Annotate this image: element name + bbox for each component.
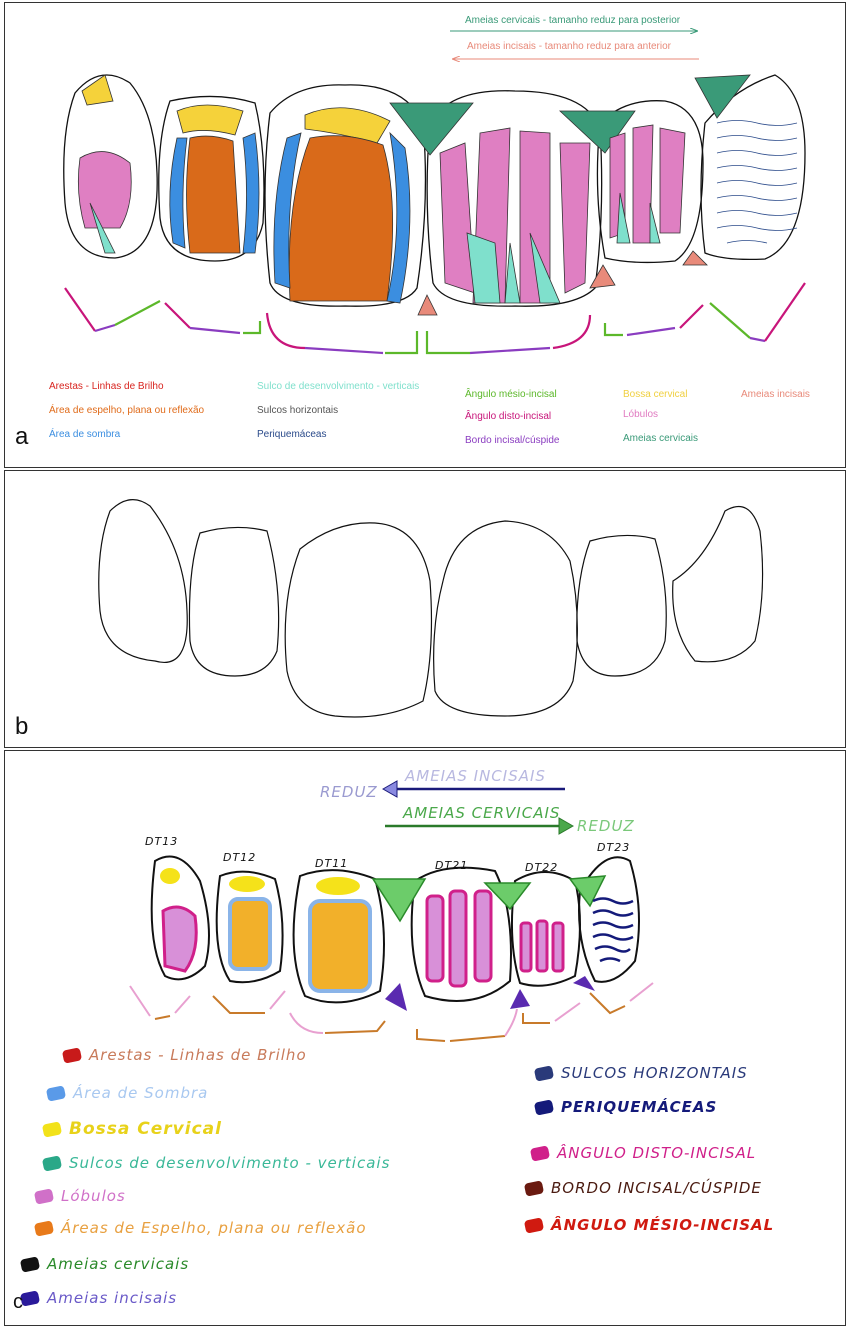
legend-item: Ameias incisais — [741, 389, 810, 400]
legend-text: Área de Sombra — [73, 1084, 209, 1102]
legend-item: Bossa Cervical — [41, 1119, 222, 1139]
cervical-arrow-label: AMEIAS CERVICAIS — [403, 804, 561, 822]
cervical-arrowhead — [558, 817, 575, 835]
incisal-arrowhead — [381, 780, 398, 798]
legend-item: Periquemáceas — [257, 429, 327, 440]
legend-text: Ameias incisais — [47, 1289, 178, 1307]
legend-item: Ângulo disto-incisal — [465, 411, 552, 422]
legend-text: Ameias cervicais — [47, 1255, 190, 1273]
legend-item: Arestas - Linhas de Brilho — [49, 381, 164, 392]
tooth-label: DT21 — [435, 859, 469, 872]
legend-item: Ângulo mésio-incisal — [465, 389, 557, 400]
swatch — [529, 1145, 551, 1162]
legend-item: Áreas de Espelho, plana ou reflexão — [33, 1219, 367, 1237]
tooth-label: DT22 — [525, 861, 559, 874]
legend-item: Bordo incisal/cúspide — [465, 435, 560, 446]
teeth-outline-blank — [98, 499, 764, 718]
tooth-label: DT12 — [223, 851, 257, 864]
tooth-label: DT11 — [315, 857, 349, 870]
panel-c: REDUZ AMEIAS INCISAIS AMEIAS CERVICAIS R… — [4, 750, 846, 1326]
legend-text: ÂNGULO MÉSIO-INCISAL — [551, 1216, 775, 1234]
swatch — [533, 1099, 555, 1116]
reduz-left-label: REDUZ — [320, 783, 378, 801]
legend-item: ÂNGULO MÉSIO-INCISAL — [523, 1216, 775, 1234]
legend-item: BORDO INCISAL/CÚSPIDE — [523, 1179, 762, 1197]
legend-item: Ameias incisais — [19, 1289, 178, 1307]
legend-text: PERIQUEMÁCEAS — [561, 1098, 718, 1116]
tooth-label: DT13 — [145, 835, 179, 848]
teeth-diagram-annotated — [63, 3, 806, 355]
incisal-arrow-label: AMEIAS INCISAIS — [405, 767, 546, 785]
swatch — [33, 1220, 55, 1237]
legend-text: Arestas - Linhas de Brilho — [89, 1046, 307, 1064]
legend-item: Ameias cervicais — [19, 1255, 190, 1273]
legend-text: Bossa Cervical — [69, 1119, 222, 1139]
swatch — [33, 1188, 55, 1205]
legend-item: Lóbulos — [33, 1187, 126, 1205]
legend-text: SULCOS HORIZONTAIS — [561, 1064, 748, 1082]
swatch — [41, 1120, 63, 1138]
legend-text: Áreas de Espelho, plana ou reflexão — [61, 1219, 367, 1237]
swatch — [61, 1047, 83, 1064]
cervical-arrow-label: Ameias cervicais - tamanho reduz para po… — [465, 15, 681, 26]
legend-text: ÂNGULO DISTO-INCISAL — [557, 1144, 757, 1162]
panel-label: a — [15, 423, 29, 450]
swatch — [41, 1155, 63, 1172]
reduz-right-label: REDUZ — [577, 817, 635, 835]
swatch — [523, 1217, 545, 1234]
incisal-arrow-label: Ameias incisais - tamanho reduz para ant… — [467, 41, 671, 52]
legend-item: Lóbulos — [623, 409, 659, 420]
panel-label: c — [13, 1291, 23, 1313]
swatch — [533, 1065, 555, 1082]
legend-item: Bossa cervical — [623, 389, 688, 400]
legend-item: Arestas - Linhas de Brilho — [61, 1046, 307, 1064]
legend-item: Sulcos horizontais — [257, 405, 339, 416]
panel-b: b — [4, 470, 846, 748]
swatch — [523, 1180, 545, 1197]
legend-text: Sulcos de desenvolvimento - verticais — [69, 1154, 391, 1172]
legend-item: Sulcos de desenvolvimento - verticais — [41, 1154, 391, 1172]
legend-text: Lóbulos — [61, 1187, 126, 1205]
legend-item: ÂNGULO DISTO-INCISAL — [529, 1144, 757, 1162]
swatch — [45, 1085, 67, 1102]
teeth-hand-drawing — [129, 780, 654, 1042]
legend-item: Área de Sombra — [45, 1084, 209, 1102]
legend-item: SULCOS HORIZONTAIS — [533, 1064, 748, 1082]
panel-a: Ameias cervicais - tamanho reduz para po… — [4, 2, 846, 468]
swatch — [19, 1256, 41, 1273]
legend-item: Ameias cervicais — [623, 433, 699, 444]
legend-item: Área de espelho, plana ou reflexão — [49, 405, 205, 416]
legend-text: BORDO INCISAL/CÚSPIDE — [551, 1179, 762, 1197]
legend-item: Sulco de desenvolvimento - verticais — [257, 381, 420, 392]
legend-item: Área de sombra — [49, 429, 121, 440]
tooth-label: DT23 — [597, 841, 631, 854]
panel-label: b — [15, 713, 29, 740]
legend-item: PERIQUEMÁCEAS — [533, 1098, 718, 1116]
